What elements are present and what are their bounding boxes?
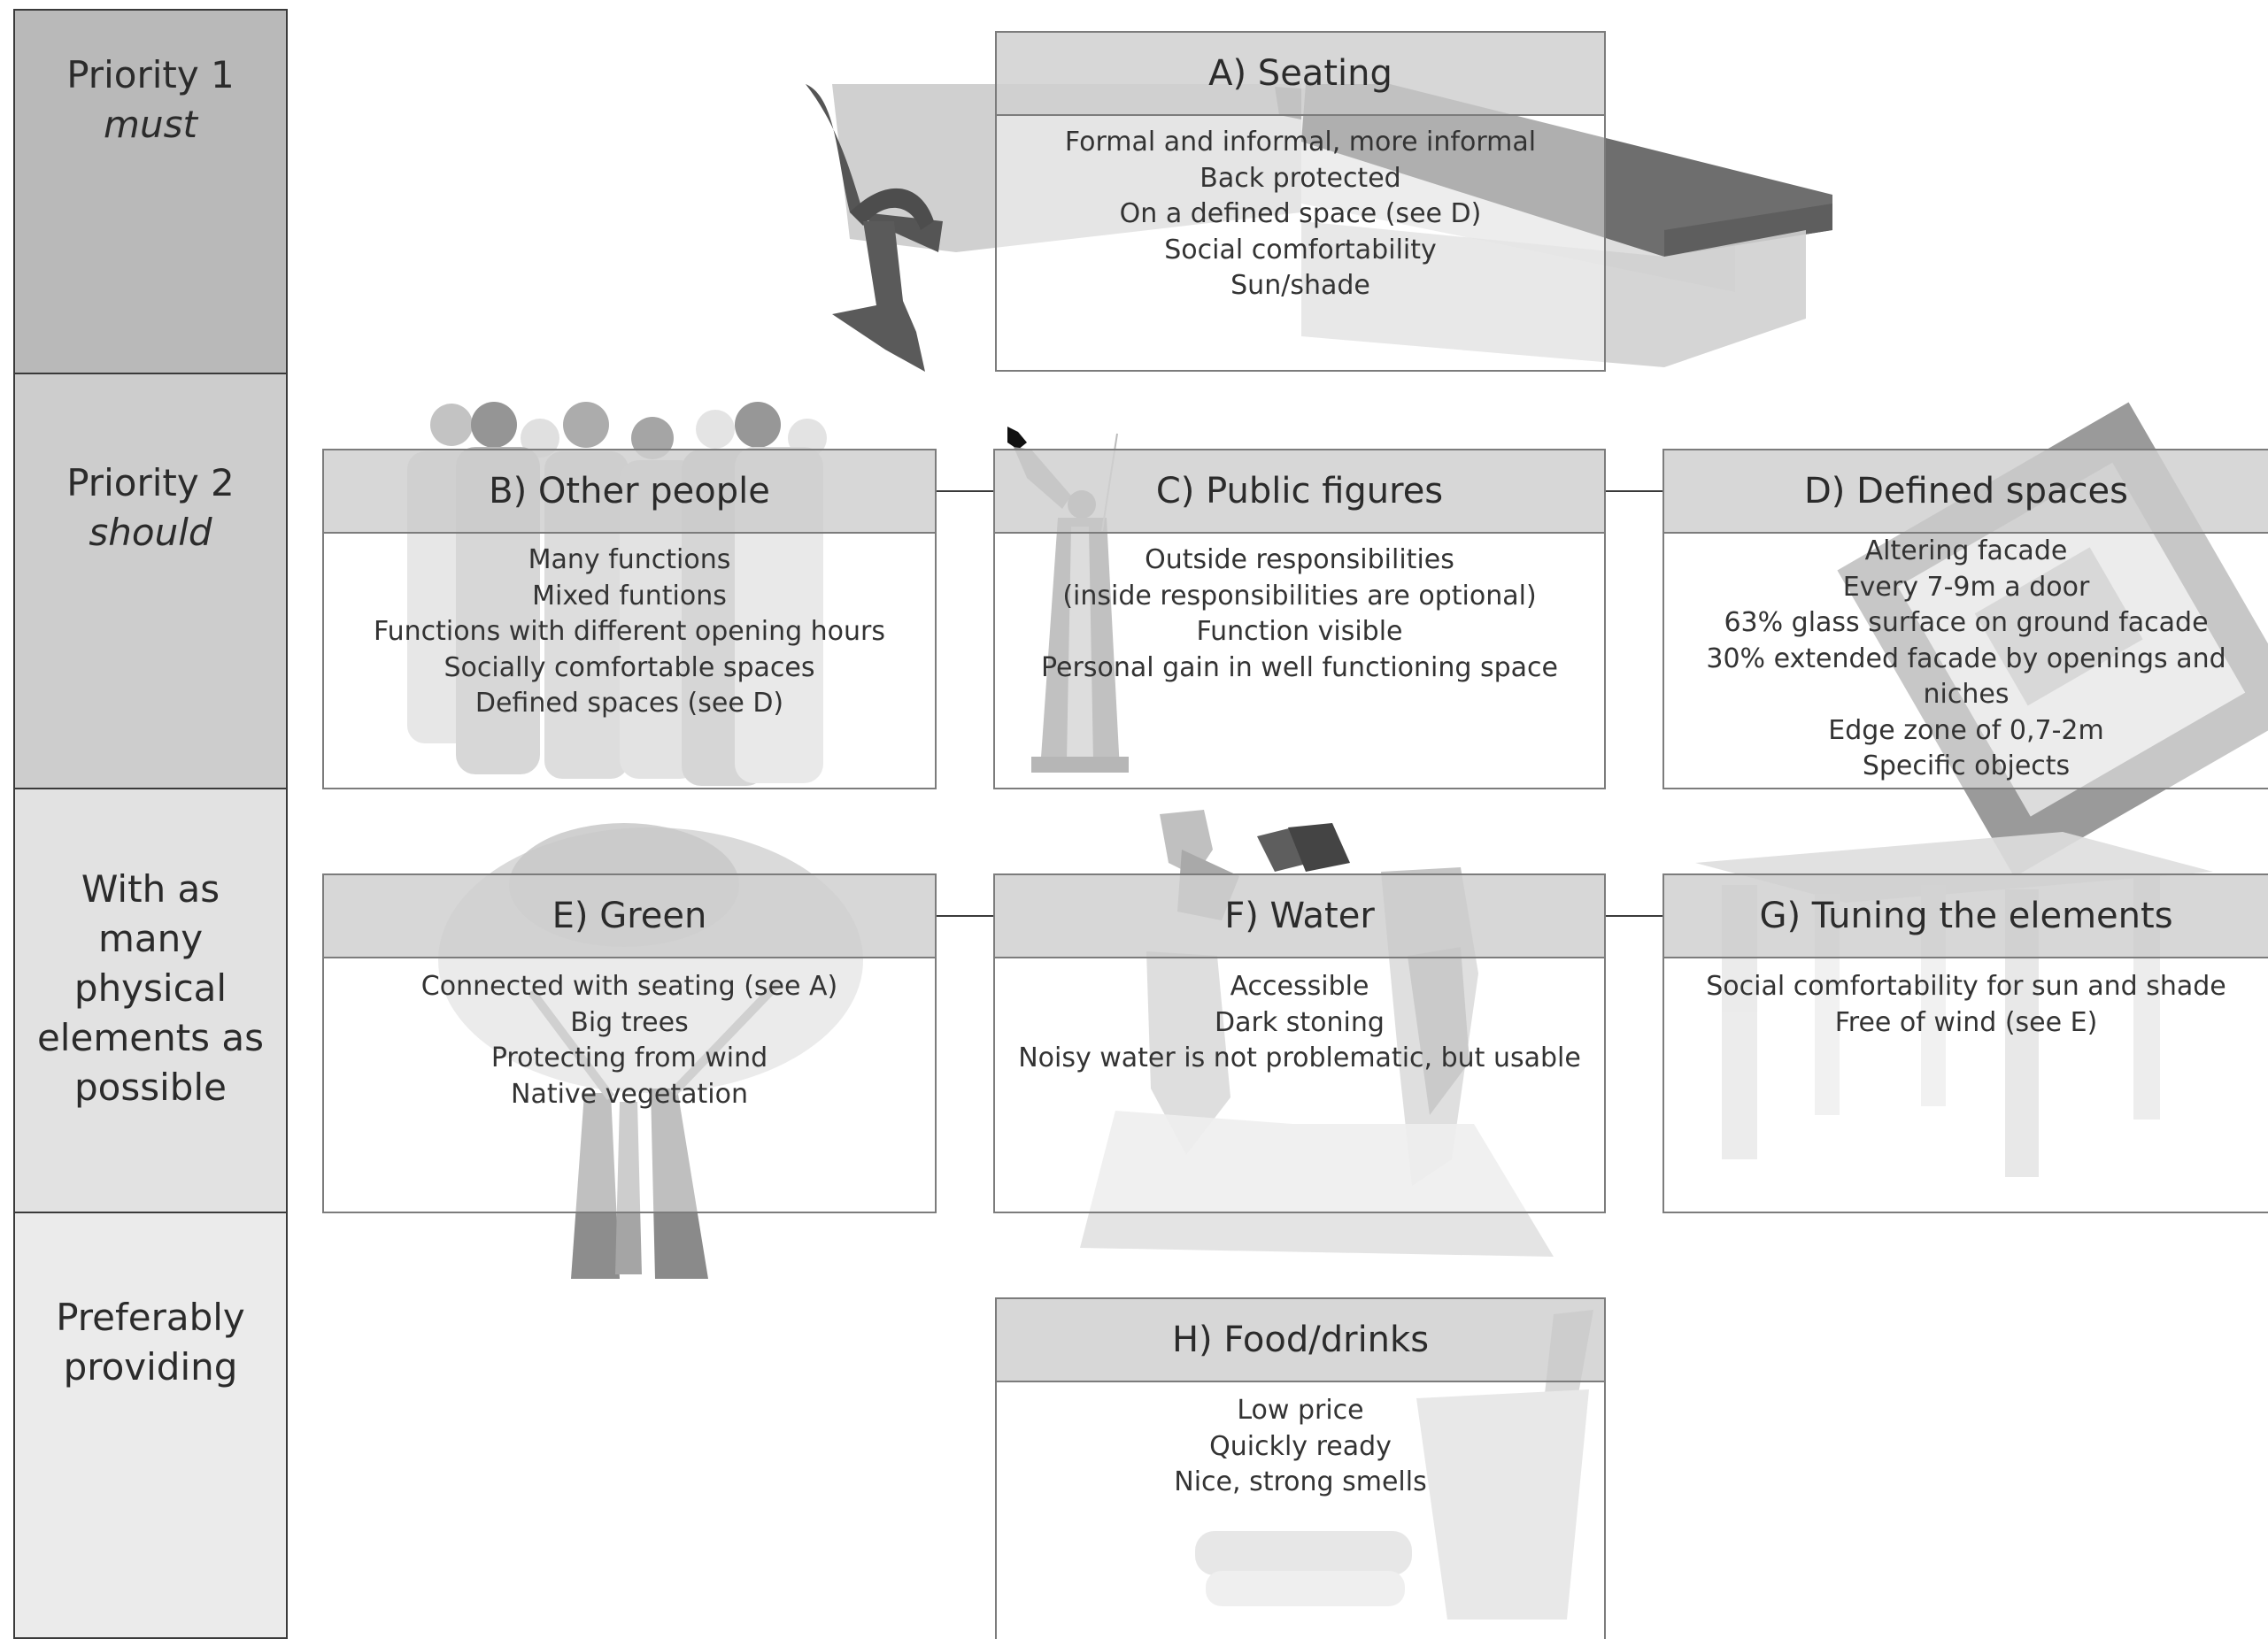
list-item: Functions with different opening hours <box>373 616 886 647</box>
priority-3-title: With as many physical elements as possib… <box>36 867 265 1109</box>
other-people-list: Many functions Mixed funtions Functions … <box>324 534 935 722</box>
list-item: Free of wind (see E) <box>1834 1006 2098 1038</box>
water-box: F) Water Accessible Dark stoning Noisy w… <box>993 873 1606 1213</box>
list-item: Dark stoning <box>1215 1006 1385 1038</box>
seating-box: A) Seating Formal and informal, more inf… <box>995 31 1606 372</box>
list-item: Sun/shade <box>1230 270 1370 301</box>
list-item: Formal and informal, more informal <box>1064 127 1537 158</box>
priority-1-band: Priority 1 must <box>13 9 288 374</box>
green-list: Connected with seating (see A) Big trees… <box>324 958 935 1112</box>
list-item: (inside responsibilities are optional) <box>1062 580 1537 612</box>
list-item: Accessible <box>1230 971 1369 1002</box>
statue-icon <box>1007 427 1129 773</box>
food-box: H) Food/drinks Low price Quickly ready N… <box>995 1297 1606 1639</box>
list-item: Personal gain in well functioning space <box>1041 651 1558 683</box>
list-item: Social comfortability for sun and shade <box>1706 971 2226 1002</box>
water-title: F) Water <box>995 875 1604 958</box>
public-figures-box: C) Public figures Outside responsibiliti… <box>993 449 1606 789</box>
other-people-box: B) Other people Many functions Mixed fun… <box>322 449 937 789</box>
other-people-title: B) Other people <box>324 450 935 534</box>
list-item: Mixed funtions <box>532 580 727 612</box>
public-figures-list: Outside responsibilities (inside respons… <box>995 534 1604 686</box>
list-item: Edge zone of 0,7-2m <box>1828 714 2104 746</box>
list-item: Altering facade <box>1864 535 2068 566</box>
food-list: Low price Quickly ready Nice, strong sme… <box>997 1382 1604 1501</box>
tuning-list: Social comfortability for sun and shade … <box>1664 958 2268 1041</box>
connector-b-c <box>935 490 995 492</box>
connector-f-g <box>1604 915 1664 917</box>
list-item: Outside responsibilities <box>1145 544 1454 575</box>
list-item: Socially comfortable spaces <box>444 651 815 683</box>
food-title: H) Food/drinks <box>997 1299 1604 1382</box>
priority-4-title: Preferably providing <box>56 1296 245 1389</box>
connector-e-f <box>935 915 995 917</box>
tuning-box: G) Tuning the elements Social comfortabi… <box>1662 873 2268 1213</box>
priority-4-band: Preferably providing <box>13 1212 288 1639</box>
list-item: Quickly ready <box>1209 1430 1392 1462</box>
list-item: Big trees <box>570 1006 689 1038</box>
bench-icon <box>806 84 1832 372</box>
tuning-title: G) Tuning the elements <box>1664 875 2268 958</box>
priority-3-band: With as many physical elements as possib… <box>13 788 288 1213</box>
list-item: Native vegetation <box>511 1078 748 1110</box>
seating-title: A) Seating <box>997 33 1604 116</box>
list-item: Every 7-9m a door <box>1842 571 2090 603</box>
public-figures-title: C) Public figures <box>995 450 1604 534</box>
connector-c-d <box>1604 490 1664 492</box>
list-item: Noisy water is not problematic, but usab… <box>1018 1043 1581 1073</box>
list-item: 30% extended facade by openings and nich… <box>1706 643 2226 711</box>
list-item: Back protected <box>1200 162 1401 194</box>
list-item: Social comfortability <box>1164 234 1437 265</box>
list-item: Low price <box>1237 1395 1364 1426</box>
list-item: Many functions <box>528 544 731 575</box>
list-item: Function visible <box>1196 616 1403 647</box>
list-item: Defined spaces (see D) <box>474 688 784 719</box>
list-item: Nice, strong smells <box>1174 1466 1427 1497</box>
defined-spaces-box: D) Defined spaces Altering facade Every … <box>1662 449 2268 789</box>
list-item: On a defined space (see D) <box>1119 198 1482 229</box>
green-box: E) Green Connected with seating (see A) … <box>322 873 937 1213</box>
priority-2-band: Priority 2 should <box>13 373 288 789</box>
priority-1-subtitle: must <box>104 103 197 146</box>
list-item: 63% glass surface on ground facade <box>1724 607 2209 638</box>
defined-spaces-title: D) Defined spaces <box>1664 450 2268 534</box>
list-item: Connected with seating (see A) <box>420 971 838 1002</box>
green-title: E) Green <box>324 875 935 958</box>
list-item: Specific objects <box>1862 750 2071 781</box>
priority-2-title: Priority 2 <box>66 461 235 504</box>
priority-1-title: Priority 1 <box>66 53 235 96</box>
water-list: Accessible Dark stoning Noisy water is n… <box>995 958 1604 1077</box>
list-item: Protecting from wind <box>490 1043 768 1073</box>
defined-spaces-list: Altering facade Every 7-9m a door 63% gl… <box>1664 534 2268 785</box>
seating-list: Formal and informal, more informal Back … <box>997 116 1604 304</box>
priority-2-subtitle: should <box>89 511 212 554</box>
